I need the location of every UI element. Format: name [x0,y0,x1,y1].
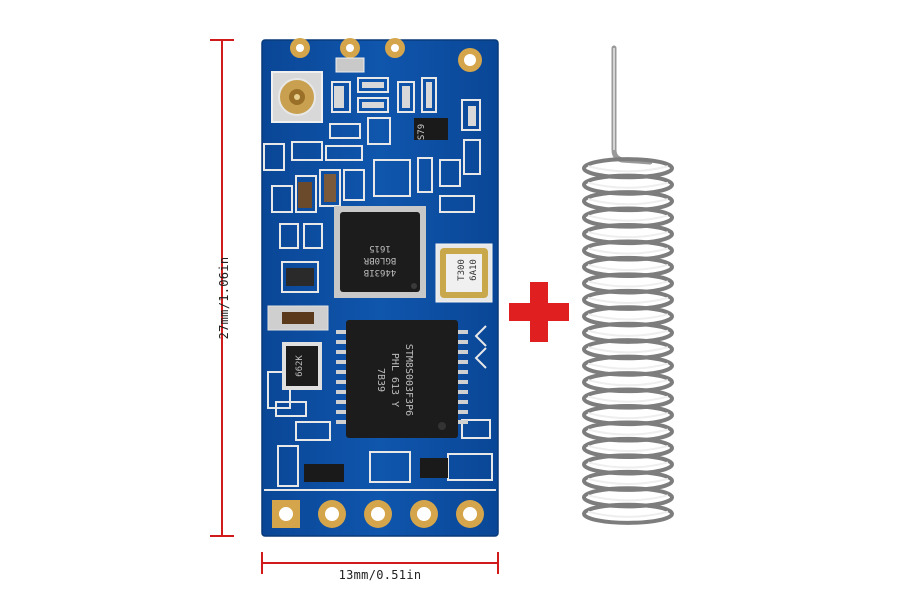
mcu-line2: PHL 613 Y [389,353,400,407]
coil-highlight [587,379,669,387]
coil-highlight [587,510,669,518]
pcb-board: 1615 BGL0BR 4463IB T300 6A10 [261,38,499,537]
ufl-connector [271,71,323,123]
filled-components [267,82,476,482]
plus-sign [509,282,569,342]
mcu-line1: STM8S003F3P6 [403,344,414,416]
crystal-line1: T300 [457,259,467,281]
rf-chip: 1615 BGL0BR 4463IB [334,206,426,298]
coil-highlight [587,477,669,485]
crystal-line2: 6A10 [469,259,479,281]
coil-highlight [587,494,669,502]
silkscreen-arrows [474,325,487,369]
coil-highlight [587,428,669,436]
small-chip-label: S79 [417,124,427,140]
coil-highlight [587,444,669,453]
width-dimension-label: 13mm/0.51in [338,568,422,582]
coil-highlight [587,461,669,469]
antenna-coils [582,157,674,525]
transistor-label: 662K [295,355,305,377]
coil-highlight [587,280,669,288]
coil-turn [582,502,674,525]
bottom-pin-pads [272,500,484,528]
spring-antenna [582,45,674,525]
width-dimension [261,552,499,574]
top-pads [290,38,482,73]
crystal: T300 6A10 [435,243,493,303]
voltage-regulator: 662K [282,342,322,390]
mcu-line3: 7B39 [375,368,386,392]
height-dimension-label: 27mm/1.06in [217,256,231,340]
coil-highlight [587,247,669,255]
coil-highlight [587,214,669,222]
coil-highlight [587,395,669,403]
small-chip: S79 [417,124,427,140]
mcu-chip: STM8S003F3P6 PHL 613 Y 7B39 [336,320,468,438]
rf-chip-line1: 4463IB [364,267,397,277]
coil-highlight [587,329,669,337]
rf-chip-line2: BGL0BR [363,255,396,265]
height-dimension [210,39,234,537]
coil-highlight [587,231,669,239]
coil-highlight [587,263,669,272]
coil-highlight [587,181,669,189]
coil-highlight [587,412,669,420]
coil-highlight [587,296,669,304]
coil-highlight [587,362,669,370]
coil-highlight [587,165,669,173]
coil-highlight [587,346,669,354]
rf-chip-line3: 1615 [369,243,391,253]
coil-highlight [587,198,669,206]
smd-components [263,77,493,487]
coil-highlight [587,313,669,321]
